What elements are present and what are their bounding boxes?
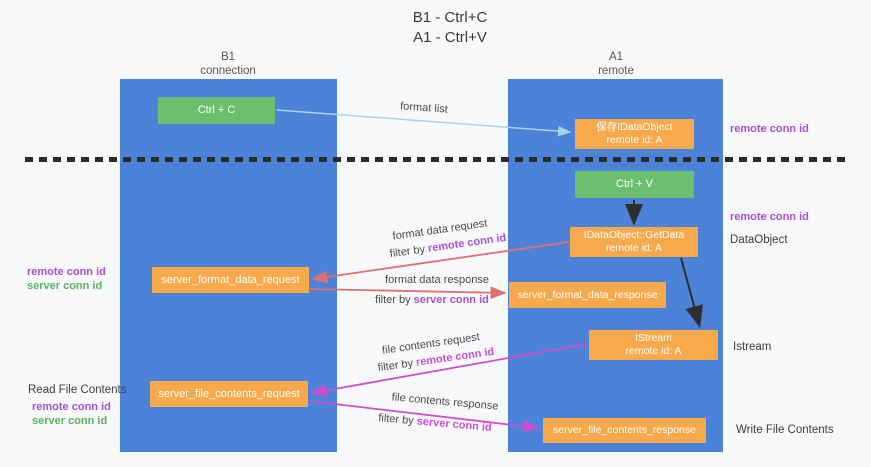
node-ctrl-c-label: Ctrl + C: [197, 104, 236, 116]
label-filter-by-server-conn-id-2: filter by server conn id: [378, 412, 492, 434]
node-server-file-contents-request: server_file_contents_request: [150, 381, 308, 407]
filter-by-prefix: filter by: [389, 242, 429, 261]
node-save-idataobject-line1: 保存IDataObject: [596, 121, 673, 133]
filter-by-prefix: filter by: [375, 294, 414, 306]
filter-by-id: server conn id: [416, 415, 493, 434]
column-header-b1: B1 connection: [168, 50, 288, 78]
diagram-title: B1 - Ctrl+C A1 - Ctrl+V: [360, 8, 540, 48]
filter-by-prefix: filter by: [377, 412, 418, 428]
column-a1-title: A1: [608, 51, 624, 63]
node-idataobject-getdata-line1: IDataObject::GetData: [583, 229, 685, 241]
column-b1-subtitle: connection: [200, 65, 256, 77]
label-dataobject: DataObject: [730, 234, 788, 246]
label-write-file-contents: Write File Contents: [736, 424, 834, 436]
label-left-remote-conn-id-1: remote conn id: [27, 266, 106, 278]
node-server-file-contents-response-label: server_file_contents_response: [552, 424, 696, 436]
node-save-idataobject: 保存IDataObject remote id: A: [575, 119, 694, 149]
column-b1-title: B1: [220, 51, 236, 63]
format-data-response-arrow: [309, 286, 507, 300]
column-header-a1: A1 remote: [556, 50, 676, 78]
label-filter-by-server-conn-id-1: filter by server conn id: [375, 294, 489, 306]
node-save-idataobject-line2: remote id: A: [606, 134, 663, 146]
node-idataobject-getdata-line2: remote id: A: [605, 242, 663, 254]
label-read-file-contents: Read File Contents: [28, 384, 127, 396]
node-istream: IStream remote id: A: [589, 330, 718, 360]
label-format-list: format list: [399, 100, 449, 116]
label-remote-conn-id-mid: remote conn id: [730, 211, 809, 223]
label-left-remote-conn-id-2: remote conn id: [32, 401, 111, 413]
node-istream-line1: IStream: [635, 332, 672, 344]
label-format-data-response: format data response: [385, 274, 489, 286]
node-server-format-data-request-label: server_format_data_request: [161, 273, 300, 286]
node-ctrl-c: Ctrl + C: [158, 97, 275, 124]
node-server-format-data-request: server_format_data_request: [152, 267, 309, 293]
separator-dashed-line: [25, 157, 845, 162]
title-line-1: B1 - Ctrl+C: [412, 9, 488, 26]
node-server-format-data-response-label: server_format_data_response: [517, 288, 658, 301]
column-a1-subtitle: remote: [598, 65, 634, 77]
node-server-file-contents-request-label: server_file_contents_request: [158, 387, 300, 400]
label-remote-conn-id-top: remote conn id: [730, 123, 809, 135]
node-ctrl-v-label: Ctrl + V: [616, 178, 653, 190]
title-line-2: A1 - Ctrl+V: [413, 29, 487, 46]
node-ctrl-v: Ctrl + V: [575, 171, 694, 198]
label-istream: Istream: [733, 341, 772, 353]
filter-by-prefix: filter by: [377, 356, 417, 375]
node-server-file-contents-response: server_file_contents_response: [543, 418, 706, 443]
label-left-server-conn-id-1: server conn id: [27, 280, 103, 292]
filter-by-id: server conn id: [413, 294, 489, 306]
node-istream-line2: remote id: A: [625, 345, 682, 357]
node-idataobject-getdata: IDataObject::GetData remote id: A: [570, 227, 698, 257]
label-file-contents-response: file contents response: [391, 391, 499, 413]
label-left-server-conn-id-2: server conn id: [32, 415, 108, 427]
node-server-format-data-response: server_format_data_response: [509, 282, 666, 308]
